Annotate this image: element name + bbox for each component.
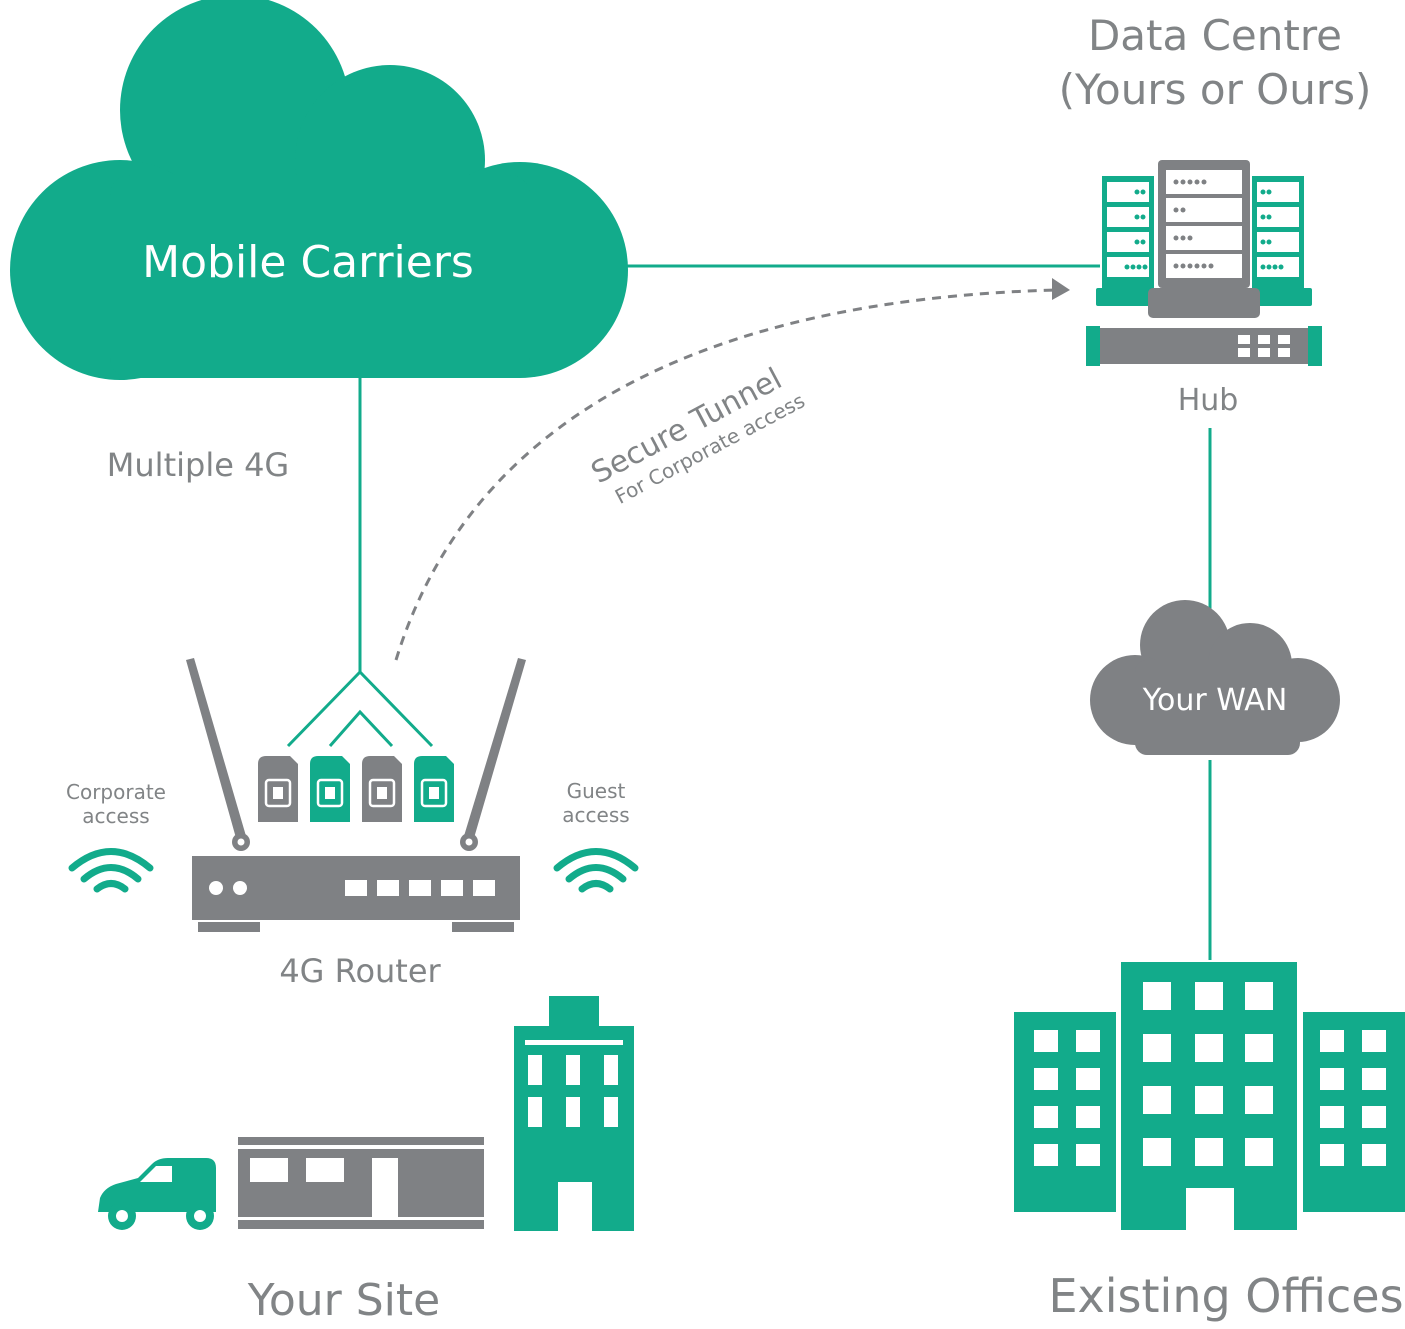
building-icon [238, 1137, 484, 1229]
building-icon [514, 996, 634, 1231]
guest-access-label-line1: Guest [567, 779, 626, 803]
data-centre-title: Data Centre [1088, 11, 1342, 60]
your-wan-label: Your WAN [1142, 683, 1288, 718]
server-rack-icon [1096, 160, 1312, 318]
corporate-access-label-line1: Corporate [66, 780, 166, 804]
multiple-4g-label: Multiple 4G [107, 446, 289, 484]
hub-label: Hub [1178, 383, 1239, 418]
building-icon [1014, 962, 1405, 1230]
firewall-icon [1086, 326, 1322, 366]
router-label: 4G Router [279, 952, 441, 990]
sim-branch-lines-inner [328, 709, 394, 748]
data-centre-subtitle: (Yours or Ours) [1059, 65, 1372, 114]
wan-cloud-icon [1090, 600, 1340, 755]
existing-offices-label: Existing Offices [1048, 1269, 1403, 1323]
sim-card-icon [362, 756, 402, 822]
sim-card-icon [414, 756, 454, 822]
corporate-access-label-line2: access [82, 804, 149, 828]
secure-tunnel-path [394, 288, 1056, 661]
wifi-icon [68, 848, 154, 893]
guest-access-label-line2: access [562, 803, 629, 827]
cloud-icon [10, 0, 628, 380]
your-site-label: Your Site [247, 1275, 440, 1326]
tunnel-arrowhead-icon [1052, 278, 1070, 300]
van-icon [98, 1158, 216, 1230]
connection-lines [286, 264, 1212, 960]
sim-card-icon [258, 756, 298, 822]
wifi-icon [553, 848, 639, 893]
sim-card-icon [310, 756, 350, 822]
secure-tunnel-label-group: Secure Tunnel For Corporate access [586, 361, 809, 508]
router-icon [186, 658, 526, 932]
mobile-carriers-label: Mobile Carriers [142, 237, 474, 288]
sim-branch-lines [286, 669, 434, 748]
